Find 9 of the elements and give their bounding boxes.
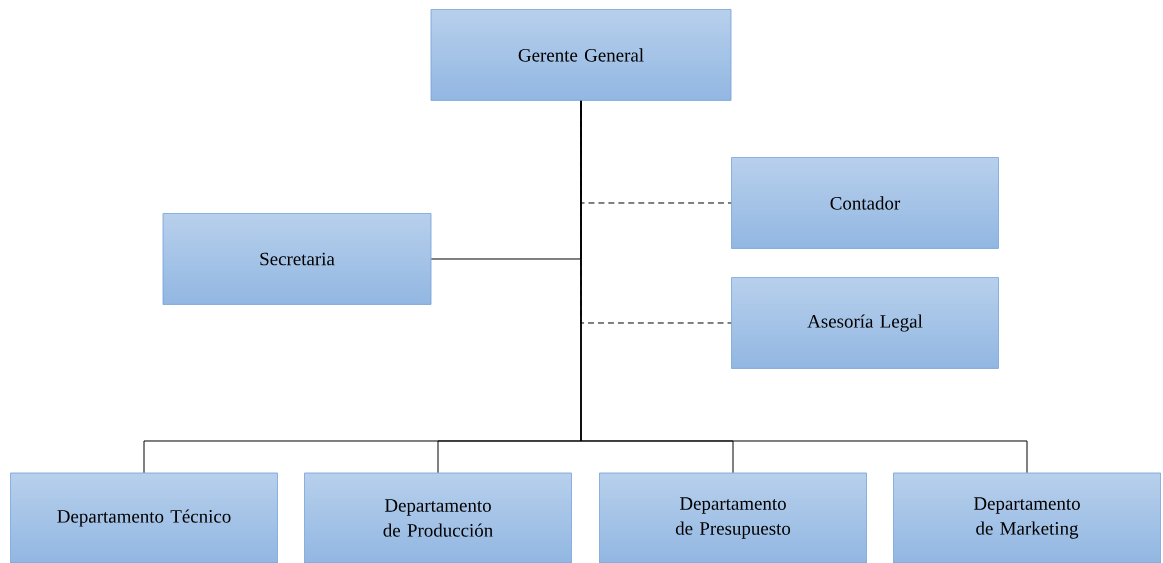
org-box: Departamento de Producción <box>304 472 572 563</box>
org-box: Gerente General <box>430 9 732 101</box>
org-box: Contador <box>731 157 999 249</box>
org-box: Departamento de Marketing <box>893 472 1161 563</box>
org-box: Departamento de Presupuesto <box>599 472 867 563</box>
org-box: Secretaria <box>162 213 432 305</box>
org-box: Departamento Técnico <box>10 472 278 563</box>
org-box: Asesoría Legal <box>731 277 999 369</box>
connector-line <box>580 100 1028 474</box>
